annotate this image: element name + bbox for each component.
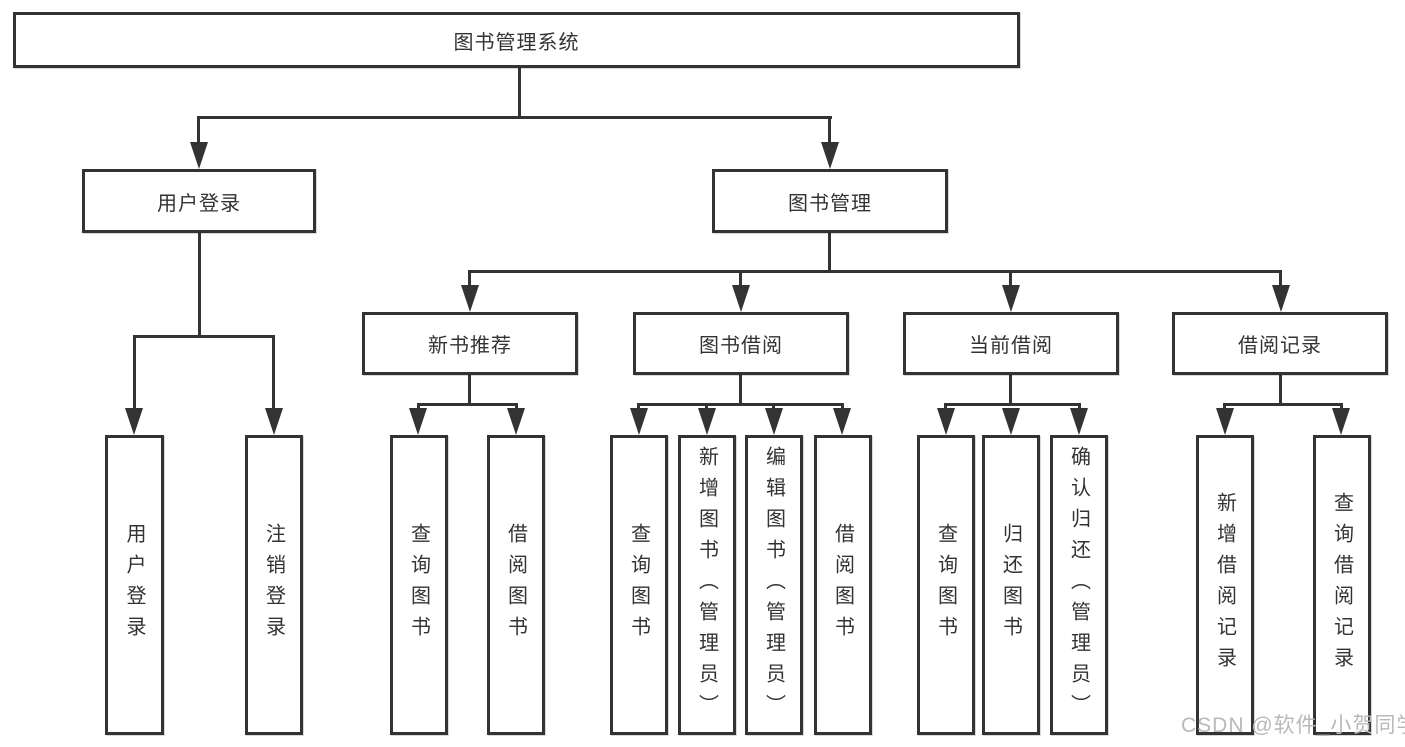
node-book-borrowing: 图书借阅 (633, 312, 849, 375)
connector-line (1009, 375, 1012, 406)
leaf-query-books-recommend: 查询图书 (390, 435, 448, 735)
connector-line (197, 116, 832, 119)
connector-line (468, 270, 471, 286)
connector-line (1279, 375, 1282, 406)
connector-line (515, 403, 518, 411)
arrowhead-down-icon (461, 285, 479, 312)
connector-line (637, 403, 640, 411)
leaf-edit-books-admin: 编辑图书（管理员） (745, 435, 803, 735)
arrowhead-down-icon (1002, 408, 1020, 435)
csdn-watermark: CSDN @软件_小贺同学 (1181, 714, 1405, 737)
arrowhead-down-icon (833, 408, 851, 435)
arrowhead-down-icon (190, 142, 208, 169)
leaf-query-borrow-record: 查询借阅记录 (1313, 435, 1371, 735)
connector-line (198, 233, 201, 337)
arrowhead-down-icon (630, 408, 648, 435)
leaf-add-borrow-record: 新增借阅记录 (1196, 435, 1254, 735)
node-book-management: 图书管理 (712, 169, 948, 233)
leaf-return-books: 归还图书 (982, 435, 1040, 735)
leaf-query-books-borrowing: 查询图书 (610, 435, 668, 735)
arrowhead-down-icon (1216, 408, 1234, 435)
arrowhead-down-icon (765, 408, 783, 435)
leaf-confirm-return-admin: 确认归还（管理员） (1050, 435, 1108, 735)
connector-line (197, 116, 200, 146)
connector-line (1223, 403, 1343, 406)
arrowhead-down-icon (265, 408, 283, 435)
connector-line (637, 403, 844, 406)
leaf-logout-login: 注销登录 (245, 435, 303, 735)
arrowhead-down-icon (698, 408, 716, 435)
node-new-book-recommendation: 新书推荐 (362, 312, 578, 375)
connector-line (133, 335, 136, 410)
connector-line (739, 375, 742, 406)
connector-line (944, 403, 1081, 406)
arrowhead-down-icon (1002, 285, 1020, 312)
arrowhead-down-icon (409, 408, 427, 435)
connector-line (1340, 403, 1343, 411)
connector-line (272, 335, 275, 410)
leaf-borrow-books-borrowing: 借阅图书 (814, 435, 872, 735)
connector-line (468, 375, 471, 406)
connector-line (417, 403, 420, 411)
node-borrowing-records: 借阅记录 (1172, 312, 1388, 375)
leaf-add-books-admin: 新增图书（管理员） (678, 435, 736, 735)
leaf-user-login: 用户登录 (105, 435, 164, 735)
connector-line (841, 403, 844, 411)
connector-line (1223, 403, 1226, 411)
node-current-borrowing: 当前借阅 (903, 312, 1119, 375)
connector-line (739, 270, 742, 286)
arrowhead-down-icon (507, 408, 525, 435)
connector-line (133, 335, 275, 338)
arrowhead-down-icon (821, 142, 839, 169)
connector-line (417, 403, 518, 406)
connector-line (705, 403, 708, 411)
arrowhead-down-icon (1272, 285, 1290, 312)
connector-line (1078, 403, 1081, 411)
arrowhead-down-icon (1070, 408, 1088, 435)
arrowhead-down-icon (937, 408, 955, 435)
connector-line (468, 270, 1282, 273)
arrowhead-down-icon (732, 285, 750, 312)
arrowhead-down-icon (125, 408, 143, 435)
connector-line (518, 68, 521, 119)
connector-line (944, 403, 947, 411)
connector-line (1009, 270, 1012, 286)
connector-line (828, 116, 831, 146)
arrowhead-down-icon (1332, 408, 1350, 435)
leaf-borrow-books-recommend: 借阅图书 (487, 435, 545, 735)
connector-line (828, 233, 831, 273)
connector-line (1279, 270, 1282, 286)
node-user-login: 用户登录 (82, 169, 316, 233)
node-library-management-system: 图书管理系统 (13, 12, 1020, 68)
leaf-query-books-current: 查询图书 (917, 435, 975, 735)
connector-line (772, 403, 775, 411)
